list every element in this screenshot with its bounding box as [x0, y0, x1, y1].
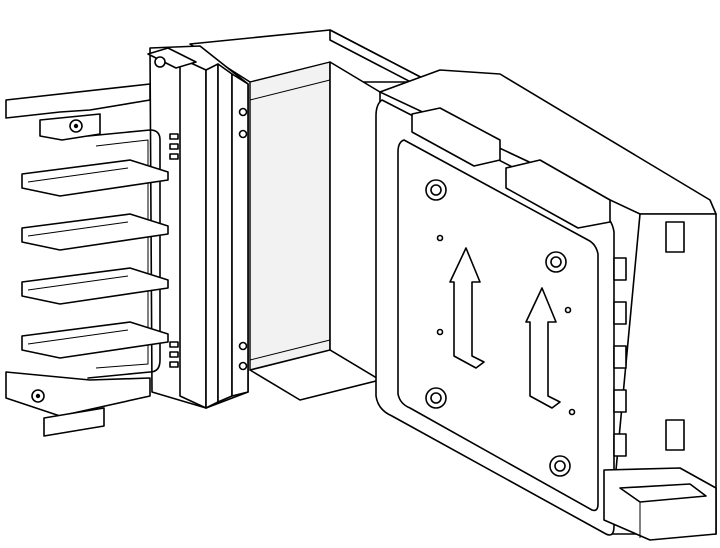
left-connector-block	[5, 45, 249, 437]
arrow-up-icon	[449, 247, 485, 369]
right-connector-block	[375, 69, 717, 541]
elbow-casing	[189, 29, 431, 401]
bolt-group	[425, 179, 571, 477]
arrow-up-icon	[525, 287, 561, 409]
